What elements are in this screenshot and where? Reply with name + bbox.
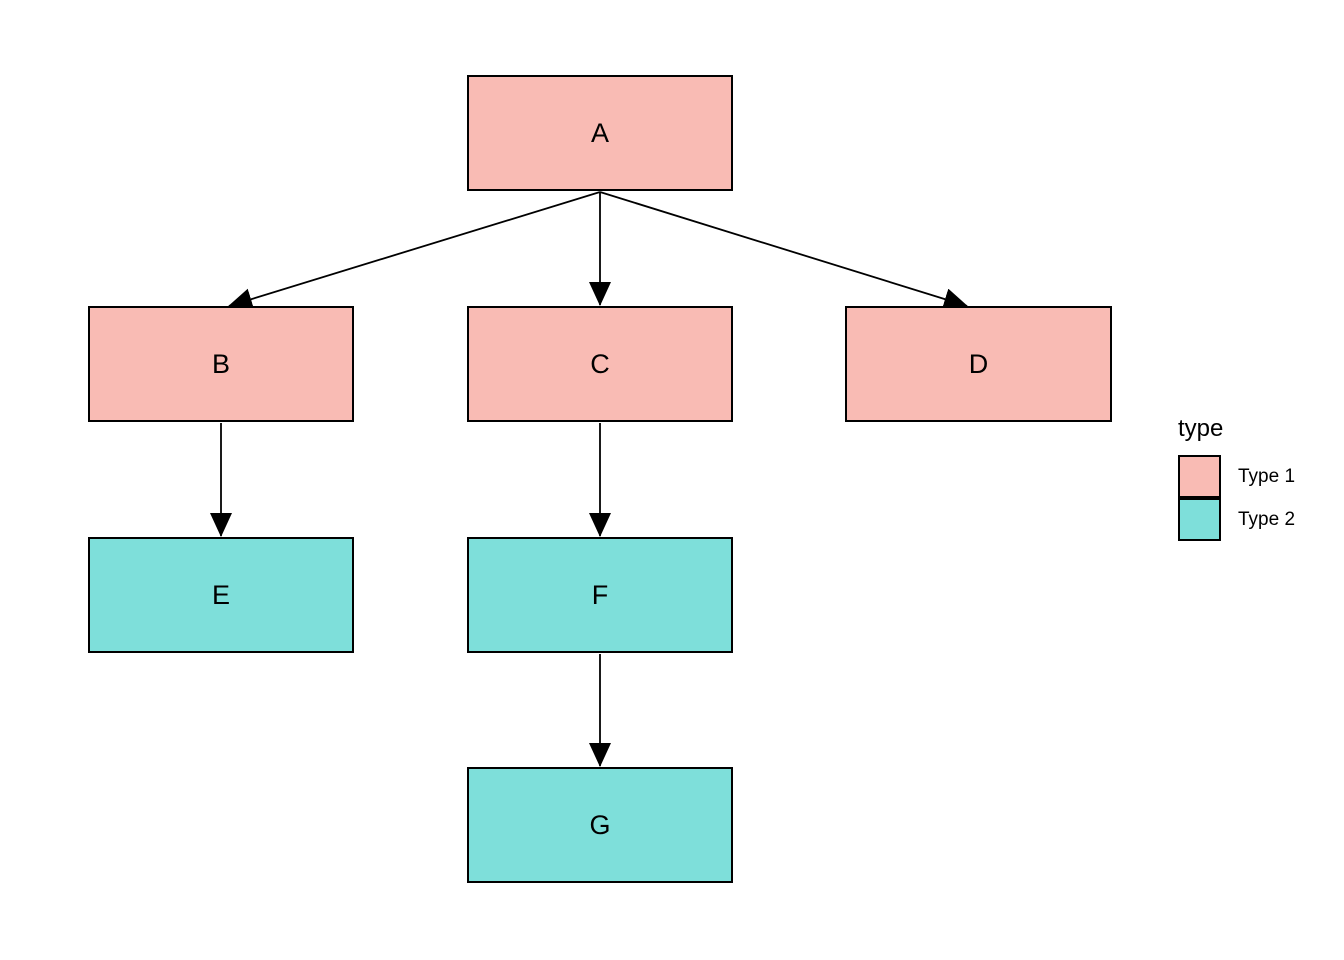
node-D: D bbox=[845, 306, 1112, 422]
legend-swatch-type-2 bbox=[1178, 498, 1221, 542]
edge-A-D bbox=[599, 191, 968, 310]
node-F: F bbox=[467, 537, 733, 653]
node-E-label: E bbox=[211, 579, 230, 610]
node-C-label: C bbox=[590, 348, 610, 379]
node-G: G bbox=[467, 767, 733, 883]
node-F-label: F bbox=[591, 579, 609, 610]
node-B-label: B bbox=[211, 348, 230, 379]
node-C: C bbox=[467, 306, 733, 422]
node-A-label: A bbox=[590, 117, 609, 148]
node-E: E bbox=[88, 537, 354, 653]
node-A: A bbox=[467, 75, 733, 191]
node-B: B bbox=[88, 306, 354, 422]
node-D-label: D bbox=[968, 348, 989, 379]
legend: type Type 1 Type 2 bbox=[1178, 415, 1296, 542]
legend-item-type-1: Type 1 bbox=[1178, 455, 1296, 499]
edge-A-B bbox=[228, 191, 601, 310]
legend-item-type-2: Type 2 bbox=[1178, 498, 1296, 542]
node-G-label: G bbox=[589, 809, 611, 840]
legend-title: type bbox=[1178, 415, 1224, 442]
legend-label-type-1: Type 1 bbox=[1238, 465, 1296, 487]
legend-swatch-type-1 bbox=[1178, 455, 1221, 499]
legend-label-type-2: Type 2 bbox=[1238, 508, 1296, 530]
